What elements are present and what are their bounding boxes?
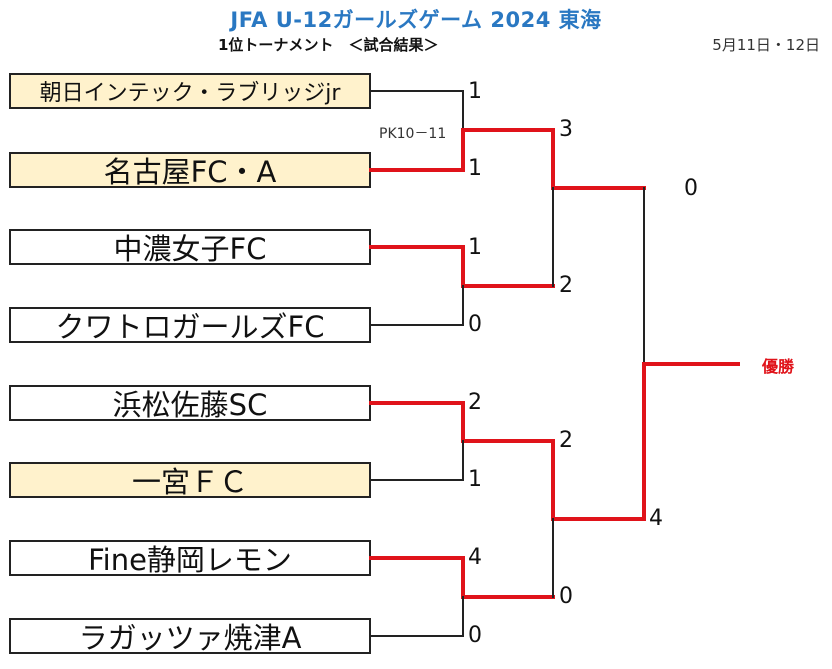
score-sf-2: 2 <box>559 273 573 298</box>
bracket-line <box>370 596 464 637</box>
pk-note: PK10－11 <box>379 126 447 142</box>
bracket-line-winner <box>369 128 555 172</box>
score-r1-2: 1 <box>468 156 482 181</box>
event-dates: 5月11日・12日 <box>712 36 820 54</box>
team-name: クワトロガールズFC <box>55 310 325 343</box>
score-r1-3: 1 <box>468 235 482 260</box>
bracket-line <box>370 90 464 131</box>
score-r1-8: 0 <box>468 623 482 648</box>
team-box-4: クワトロガールズFC <box>9 307 371 343</box>
bracket-line-group <box>369 90 740 637</box>
bracket-line-winner <box>369 401 555 443</box>
team-box-7: Fine静岡レモン <box>9 540 371 576</box>
score-sf-1: 3 <box>559 117 573 142</box>
team-box-1: 朝日インテック・ラブリッジjr <box>9 73 371 109</box>
score-r1-4: 0 <box>468 312 482 337</box>
champion-label: 優勝 <box>762 357 795 376</box>
team-box-2: 名古屋FC・A <box>9 152 371 188</box>
bracket-line-winner <box>642 362 740 521</box>
team-box-8: ラガッツァ焼津A <box>9 618 371 654</box>
score-r1-5: 2 <box>468 390 482 415</box>
team-name: 浜松佐藤SC <box>112 388 268 421</box>
team-name: 中濃女子FC <box>113 232 267 265</box>
score-r1-6: 1 <box>468 467 482 492</box>
team-name: Fine静岡レモン <box>88 543 292 576</box>
score-r1-7: 4 <box>468 545 482 570</box>
team-name: 一宮ＦＣ <box>131 465 248 498</box>
score-sf-3: 2 <box>559 428 573 453</box>
team-name: ラガッツァ焼津A <box>78 621 302 654</box>
team-name: 朝日インテック・ラブリッジjr <box>39 81 341 106</box>
team-box-6: 一宮ＦＣ <box>9 462 371 498</box>
bracket-line <box>370 440 464 481</box>
bracket-line-winner <box>369 245 555 288</box>
page-subtitle: 1位トーナメント ＜試合結果＞ <box>218 36 439 54</box>
bracket-line-winner <box>369 556 555 599</box>
score-sf-4: 0 <box>559 584 573 609</box>
team-box-5: 浜松佐藤SC <box>9 385 371 421</box>
score-final-2: 4 <box>649 506 663 531</box>
team-name: 名古屋FC・A <box>103 155 277 188</box>
page-title: JFA U-12ガールズゲーム 2024 東海 <box>230 8 602 32</box>
bracket-line <box>370 285 464 326</box>
score-r1-1: 1 <box>468 79 482 104</box>
score-final-1: 0 <box>684 176 698 201</box>
